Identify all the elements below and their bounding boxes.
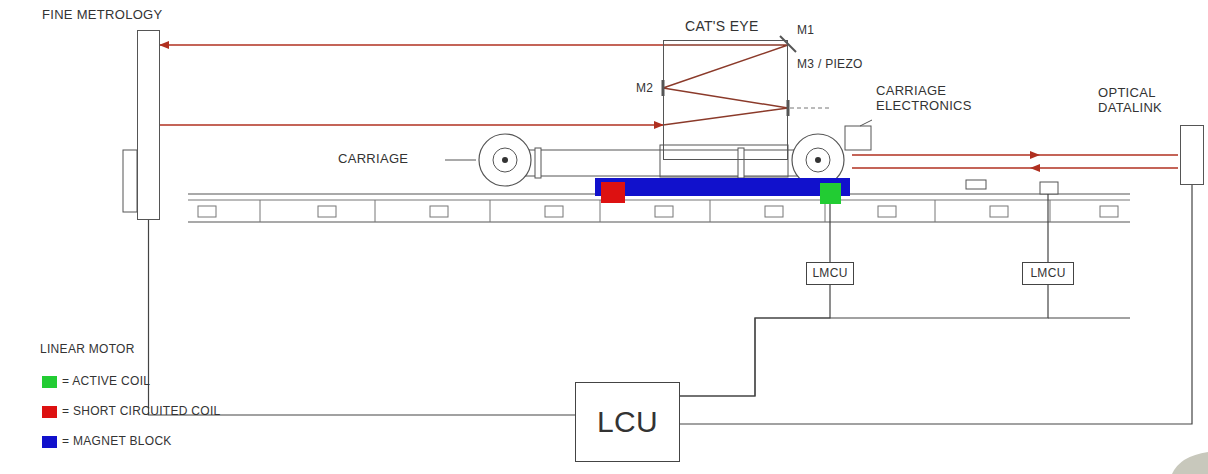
sensor xyxy=(966,180,986,189)
legend-text: = SHORT CIRCUITED COIL xyxy=(62,405,221,419)
mirror-label: M2 xyxy=(636,82,653,96)
beam-line xyxy=(852,154,1178,156)
legend-text: = MAGNET BLOCK xyxy=(62,435,172,449)
beam-line xyxy=(160,124,663,126)
short-circuited-coil xyxy=(601,182,625,203)
carriage-bracket xyxy=(535,148,541,178)
cats-eye-box: CAT'S EYE xyxy=(663,18,789,162)
mirror-label: M3 / PIEZO xyxy=(797,58,863,72)
rail xyxy=(188,221,1130,222)
carriage-frame xyxy=(505,176,818,177)
signal-wire xyxy=(829,204,830,262)
beam-line xyxy=(160,44,663,46)
sensor xyxy=(1040,182,1058,194)
electronics-box xyxy=(845,126,871,150)
node-label: LMCU xyxy=(1030,267,1065,281)
leader-line xyxy=(445,160,476,161)
node-label: CAT'S EYE xyxy=(685,18,759,34)
legend-heading: LINEAR MOTOR xyxy=(40,343,135,357)
signal-wire xyxy=(149,220,576,415)
wheel xyxy=(493,148,517,172)
beam-path xyxy=(663,45,788,125)
legend-text: = ACTIVE COIL xyxy=(62,375,150,389)
node-label: LCU xyxy=(597,405,658,440)
part-label: CARRIAGE ELECTRONICS xyxy=(876,84,986,114)
mirror-label: M1 xyxy=(797,24,814,38)
mirror xyxy=(780,36,796,52)
part-label: CARRIAGE xyxy=(338,152,408,167)
wheel xyxy=(479,134,531,186)
outline xyxy=(1180,125,1204,185)
control-unit-box: LMCU xyxy=(1022,262,1074,285)
magnet-block xyxy=(595,178,850,196)
rail xyxy=(188,200,1130,201)
node-label: OPTICAL DATALINK xyxy=(1098,86,1182,116)
signal-wire xyxy=(1047,194,1048,262)
outline xyxy=(663,40,788,160)
coil-row xyxy=(198,200,1118,222)
carriage-frame xyxy=(505,150,818,151)
carriage-bracket xyxy=(738,148,744,178)
photo-fragment xyxy=(1172,452,1208,474)
arrowhead xyxy=(1030,164,1040,172)
wheel xyxy=(806,148,830,172)
mirror xyxy=(787,100,790,116)
signal-wire xyxy=(680,285,1048,396)
control-unit-box: LCU xyxy=(575,382,680,462)
wheel xyxy=(815,157,821,163)
control-unit-box: LMCU xyxy=(806,262,854,285)
arrowhead xyxy=(1030,151,1040,159)
signal-wire xyxy=(680,185,1192,424)
legend-swatch xyxy=(42,436,57,448)
sensor-block xyxy=(123,150,137,212)
legend-swatch xyxy=(42,376,57,388)
signal-wire xyxy=(1048,317,1130,318)
piezo-line xyxy=(790,108,830,109)
node-label: LMCU xyxy=(812,267,847,281)
leader-line xyxy=(860,120,872,126)
datalink-box: OPTICAL DATALINK xyxy=(1098,86,1206,186)
node-label: FINE METROLOGY xyxy=(42,8,163,23)
beam-line xyxy=(852,167,1178,169)
metrology-unit: FINE METROLOGY xyxy=(42,8,167,222)
wheel xyxy=(502,157,508,163)
active-coil xyxy=(820,183,841,204)
outline xyxy=(137,30,160,220)
legend-swatch xyxy=(42,406,57,418)
